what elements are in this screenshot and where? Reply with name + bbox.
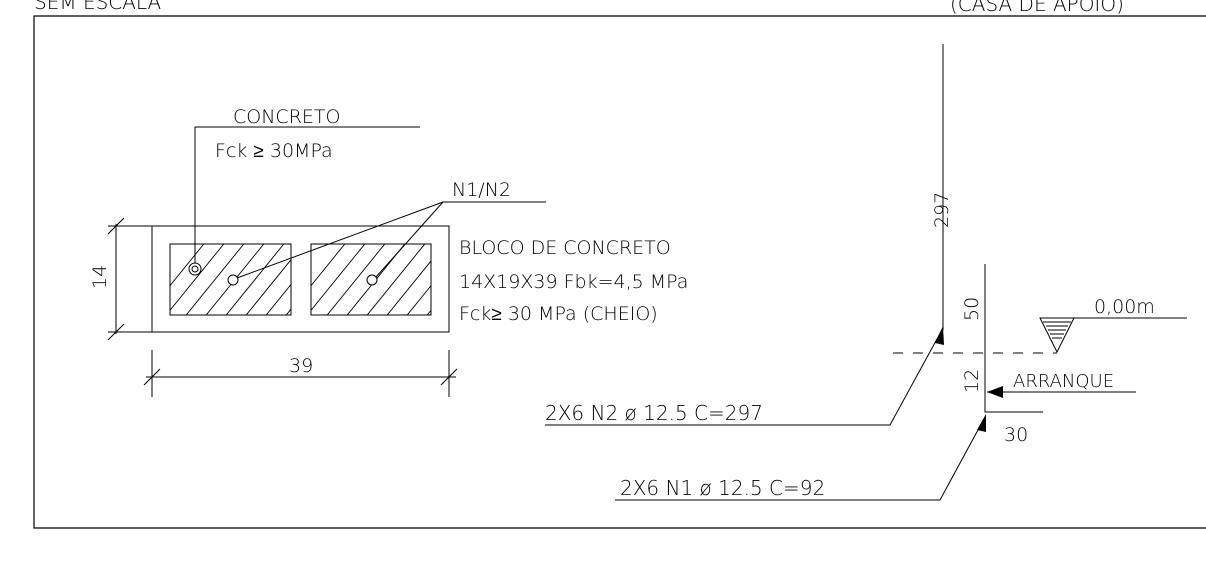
dim-height-tick-top bbox=[107, 217, 125, 235]
rebar-circle-leader bbox=[188, 262, 202, 276]
start-label: ARRANQUE bbox=[1013, 371, 1114, 392]
level-marker-icon bbox=[1039, 317, 1075, 354]
dim-width-tick-right bbox=[440, 368, 458, 386]
bar-n2-label: 2X6 N2 ø 12.5 C=297 bbox=[545, 401, 763, 425]
rebar-circle-left bbox=[227, 274, 239, 286]
block-desc-line3: Fck≥ 30 MPa (CHEIO) bbox=[459, 303, 658, 325]
start-arrow-icon bbox=[987, 386, 1003, 398]
bar-n1-shape bbox=[984, 264, 1043, 413]
rebar-leader-2 bbox=[375, 201, 444, 278]
dim-width-text: 39 bbox=[289, 355, 313, 377]
bar-n1-label: 2X6 N1 ø 12.5 C=92 bbox=[620, 476, 825, 500]
bar-n1-leader bbox=[615, 416, 986, 501]
block-cell-left bbox=[169, 243, 292, 316]
dim-height-text: 14 bbox=[89, 265, 111, 289]
dim-width-tick-left bbox=[143, 368, 161, 386]
concrete-leader bbox=[194, 126, 420, 263]
rebar-callout: N1/N2 bbox=[452, 179, 511, 201]
drawing-frame bbox=[33, 15, 1206, 529]
bar-n2-leader bbox=[545, 327, 944, 426]
rebar-leader-1 bbox=[236, 201, 444, 279]
block-desc-line1: BLOCO DE CONCRETO bbox=[459, 237, 671, 259]
dim-30-text: 30 bbox=[1004, 424, 1028, 446]
dim-50-text: 50 bbox=[961, 297, 983, 321]
concrete-title: CONCRETO bbox=[233, 106, 340, 128]
dim-12-text: 12 bbox=[961, 369, 983, 393]
dim-height-tick-bottom bbox=[107, 323, 125, 341]
bar-n2-arrow-icon bbox=[935, 326, 944, 345]
scale-note: SEM ESCALA bbox=[34, 0, 162, 14]
rebar-circle-right bbox=[366, 274, 378, 286]
bar-n1-arrow-icon bbox=[977, 414, 986, 432]
rebar-circle-leader-inner bbox=[191, 265, 199, 273]
level-label: 0,00m bbox=[1094, 296, 1155, 318]
block-outline bbox=[151, 225, 450, 333]
concrete-fck: Fck ≥ 30MPa bbox=[215, 140, 333, 162]
hatch-left bbox=[170, 244, 291, 315]
block-cell-right bbox=[310, 243, 432, 316]
project-note: (CASA DE APOIO) bbox=[950, 0, 1124, 16]
block-desc-line2: 14X19X39 Fbk=4,5 MPa bbox=[459, 271, 688, 293]
dim-297-text: 297 bbox=[931, 192, 953, 228]
